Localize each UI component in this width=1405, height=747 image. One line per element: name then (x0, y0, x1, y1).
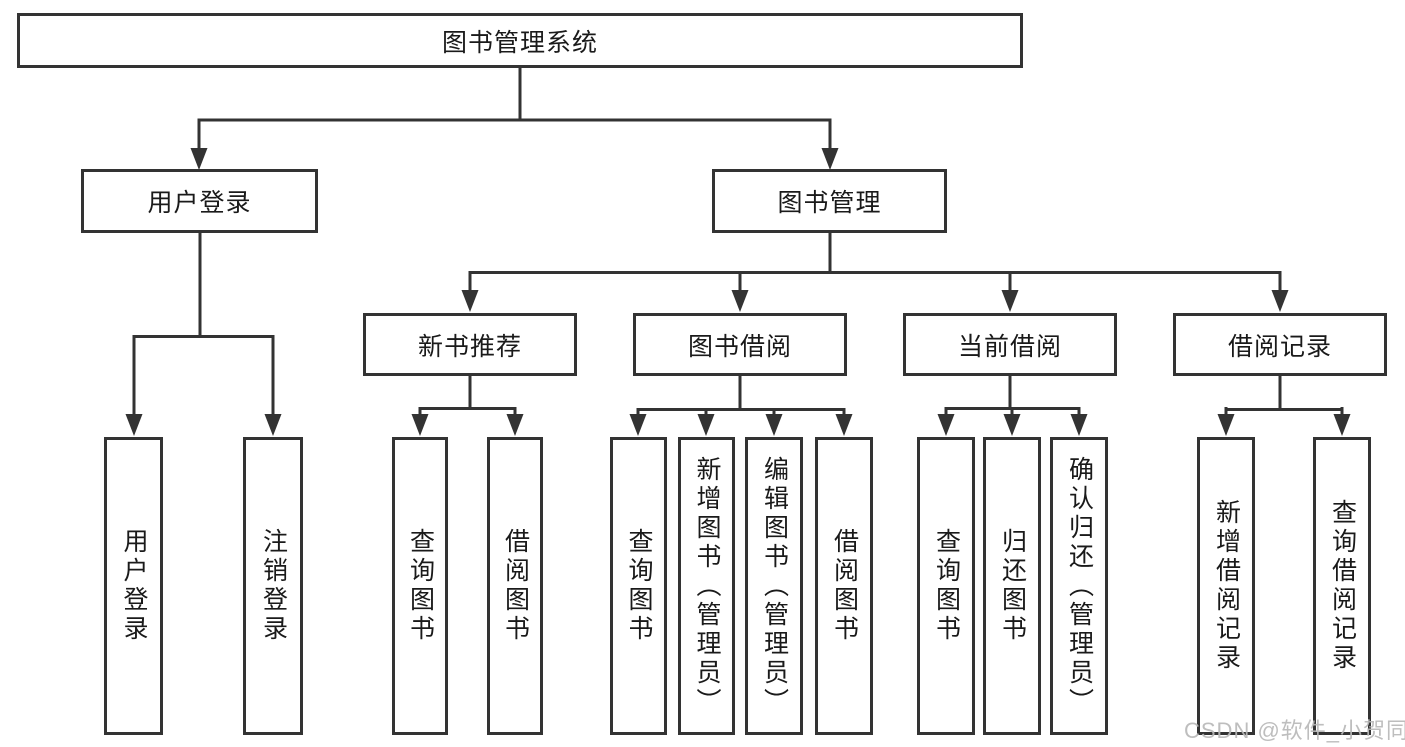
leaf-search-borrow-record: 查询借阅记录 (1313, 437, 1371, 735)
leaf-user-login: 用户登录 (104, 437, 163, 735)
node-borrowing-records: 借阅记录 (1173, 313, 1387, 376)
leaf-logout: 注销登录 (243, 437, 303, 735)
leaf-borrow-books: 借阅图书 (815, 437, 873, 735)
leaf-edit-books-admin: 编辑图书（管理员） (745, 437, 803, 735)
leaf-add-borrow-record: 新增借阅记录 (1197, 437, 1255, 735)
node-user-login: 用户登录 (81, 169, 318, 233)
leaf-confirm-return-admin: 确认归还（管理员） (1050, 437, 1108, 735)
node-book-borrowing: 图书借阅 (633, 313, 847, 376)
node-current-borrowing: 当前借阅 (903, 313, 1117, 376)
leaf-search-books-borrowing: 查询图书 (610, 437, 667, 735)
csdn-watermark: CSDN @软件_小贺同学 (1184, 718, 1405, 743)
leaf-add-books-admin: 新增图书（管理员） (678, 437, 735, 735)
leaf-search-books-current: 查询图书 (917, 437, 975, 735)
node-book-management: 图书管理 (712, 169, 947, 233)
node-new-book-recommend: 新书推荐 (363, 313, 577, 376)
node-library-system: 图书管理系统 (17, 13, 1023, 68)
leaf-return-books: 归还图书 (983, 437, 1041, 735)
leaf-search-books-recommend: 查询图书 (392, 437, 448, 735)
leaf-borrow-books-recommend: 借阅图书 (487, 437, 543, 735)
